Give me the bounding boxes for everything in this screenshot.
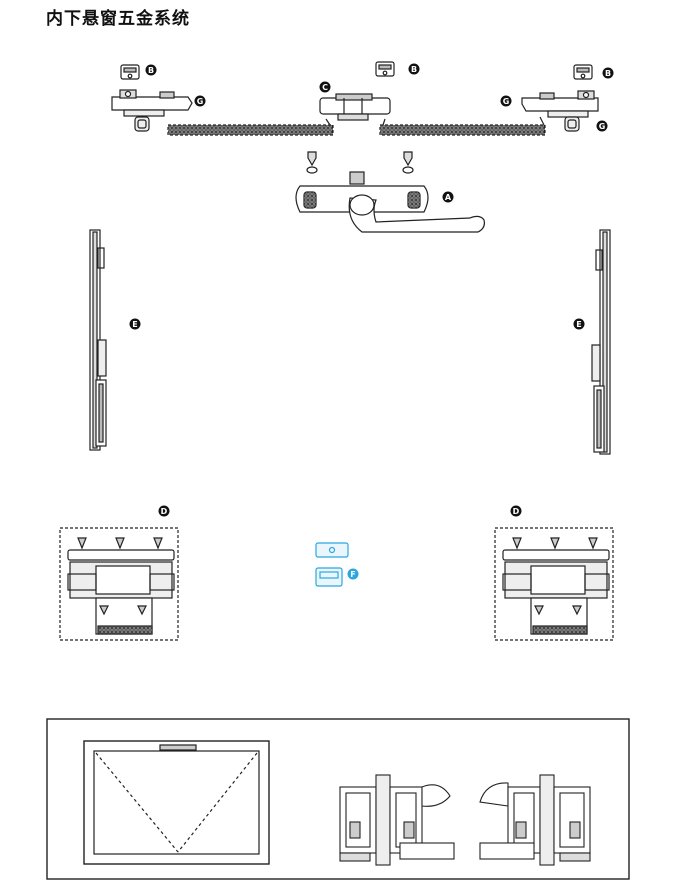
- corner-drive-g-left: [111, 89, 193, 117]
- guide-g-right: [564, 116, 580, 132]
- label-badges: B B B C G G G A E E D D F: [129, 63, 614, 580]
- badge-g-right-text: G: [599, 122, 606, 131]
- hinge-d-left: [59, 527, 179, 641]
- corner-drive-g-right: [521, 90, 599, 118]
- badge-g-right-top-text: G: [503, 97, 510, 106]
- connector-c: [319, 93, 391, 121]
- page-title: 内下悬窗五金系统: [46, 9, 190, 29]
- badge-b-middle-text: B: [411, 65, 417, 74]
- badge-d-right: D: [510, 505, 522, 517]
- espagnolette-e-left: [89, 229, 107, 451]
- badge-b-left-text: B: [148, 66, 154, 75]
- badge-c: C: [319, 81, 331, 93]
- keeper-b-middle: [375, 61, 395, 77]
- badge-g-left: G: [194, 95, 206, 107]
- badge-e-left-text: E: [132, 320, 137, 329]
- badge-a-text: A: [445, 193, 452, 202]
- badge-f: F: [347, 568, 359, 580]
- hinge-d-right-screws: [512, 537, 598, 550]
- hinge-d-left-screws: [77, 537, 163, 550]
- badge-g-right-top: G: [500, 95, 512, 107]
- badge-e-left: E: [129, 318, 141, 330]
- keeper-b-right: [573, 64, 593, 80]
- badge-g-left-text: G: [197, 97, 204, 106]
- transmission-bar-right: [379, 116, 546, 136]
- badge-e-right-text: E: [576, 320, 581, 329]
- badge-d-right-text: D: [513, 507, 520, 516]
- badge-c-text: C: [322, 83, 328, 92]
- handle-a: [295, 151, 485, 233]
- badge-f-text: F: [350, 570, 355, 579]
- badge-b-middle: B: [408, 63, 420, 75]
- badge-a: A: [442, 191, 454, 203]
- guide-g-left: [134, 116, 150, 132]
- badge-b-right: B: [602, 67, 614, 79]
- profile-section-left: [339, 774, 455, 866]
- part-f: [315, 542, 349, 587]
- profile-section-right: [479, 774, 591, 866]
- badge-d-left: D: [158, 505, 170, 517]
- badge-d-left-text: D: [161, 507, 168, 516]
- badge-b-left: B: [145, 64, 157, 76]
- badge-b-right-text: B: [605, 69, 611, 78]
- badge-g-right: G: [596, 120, 608, 132]
- espagnolette-e-right: [591, 229, 611, 455]
- keeper-b-left: [120, 64, 140, 80]
- badge-e-right: E: [573, 318, 585, 330]
- hinge-d-right: [494, 527, 614, 641]
- window-section-panel: [46, 718, 630, 880]
- transmission-bar-left: [167, 118, 334, 136]
